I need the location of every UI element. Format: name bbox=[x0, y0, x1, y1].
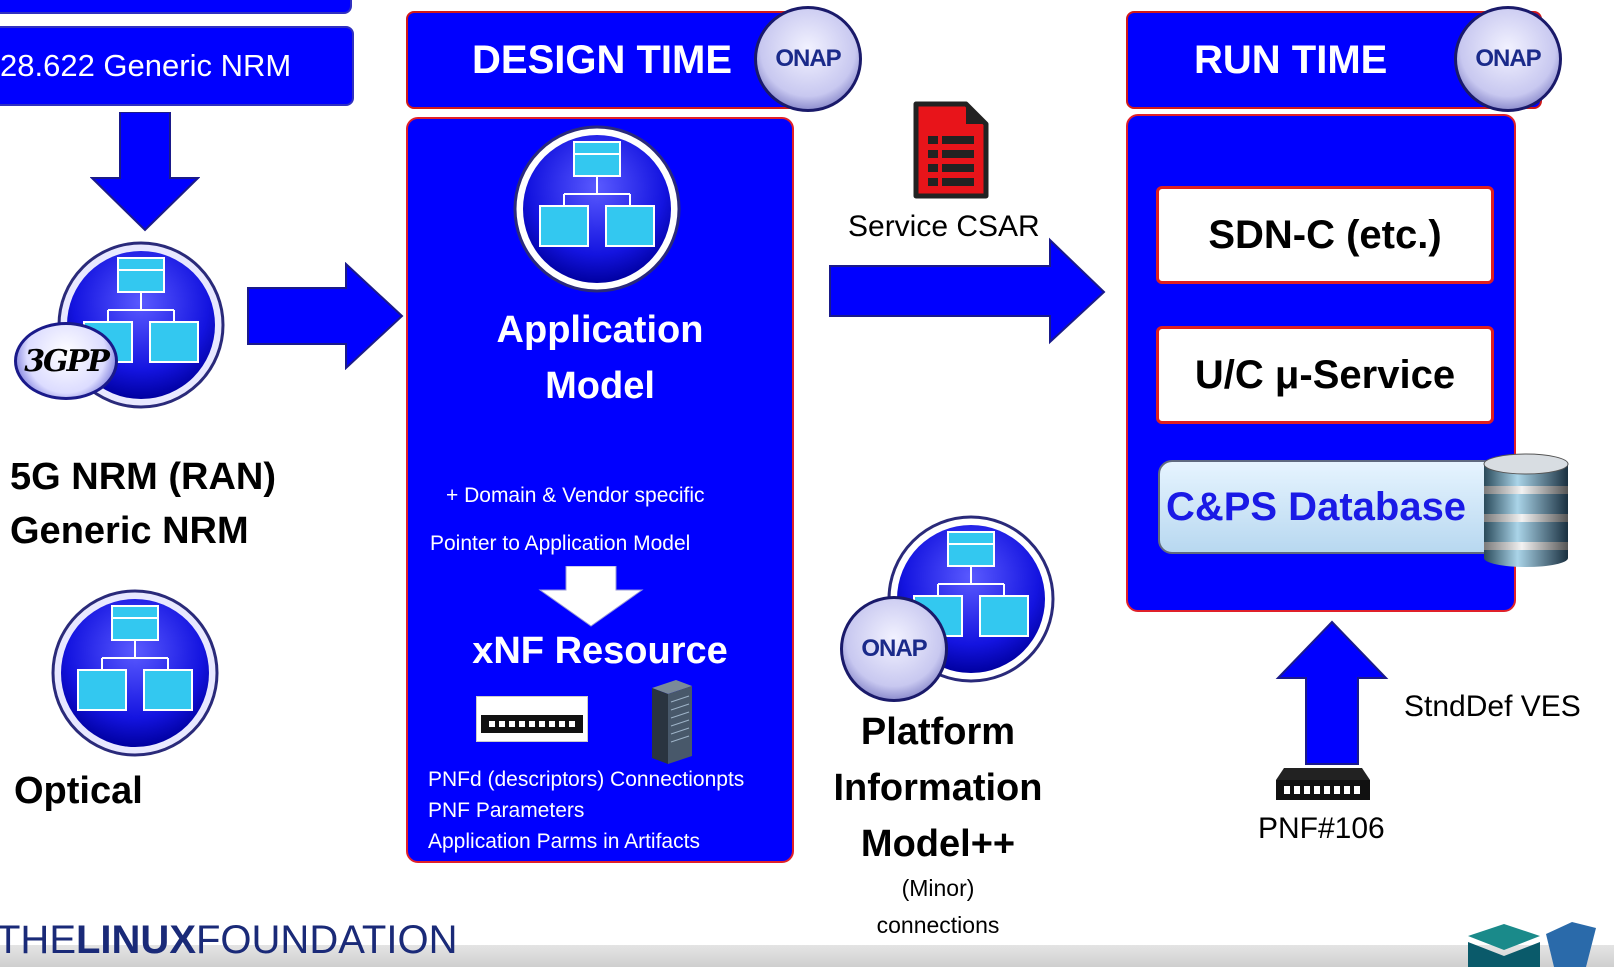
platform-onap-logo-text: ONAP bbox=[861, 635, 927, 662]
ran-title: 5G NRM (RAN) Generic NRM bbox=[10, 450, 276, 558]
pnf-parameters-text: PNF Parameters bbox=[428, 799, 585, 822]
linux-foundation-text: FOUNDATION bbox=[196, 918, 458, 962]
3gpp-logo-icon: 3GPP bbox=[14, 322, 118, 400]
run-time-title: RUN TIME bbox=[1194, 37, 1388, 82]
cps-database-box: C&PS Database bbox=[1158, 460, 1498, 554]
run-onap-logo-icon: ONAP bbox=[1454, 6, 1562, 112]
platform-onap-logo-icon: ONAP bbox=[840, 596, 948, 702]
top-left-box bbox=[0, 0, 352, 14]
ran-title-line2: Generic NRM bbox=[10, 510, 249, 552]
minor-label: (Minor) bbox=[901, 875, 975, 901]
pnf106-switch-icon bbox=[1274, 766, 1372, 802]
white-down-arrow-icon bbox=[538, 566, 644, 627]
database-cylinder-icon bbox=[1480, 452, 1572, 573]
corner-logo-icon bbox=[1464, 920, 1614, 972]
application-model-line2: Model bbox=[545, 365, 655, 407]
sdnc-label: SDN-C (etc.) bbox=[1208, 212, 1442, 257]
uc-service-label: U/C μ-Service bbox=[1194, 352, 1456, 397]
sdnc-box: SDN-C (etc.) bbox=[1156, 186, 1494, 284]
pnf-switch-icon bbox=[476, 696, 588, 742]
application-model-title: Application Model bbox=[406, 302, 794, 414]
generic-nrm-box: 28.622 Generic NRM bbox=[0, 26, 354, 106]
onap-logo-text: ONAP bbox=[775, 45, 841, 72]
ran-title-line1: 5G NRM (RAN) bbox=[10, 456, 276, 498]
connections-label: connections bbox=[876, 912, 1000, 938]
pnfd-text: PNFd (descriptors) Connectionpts bbox=[428, 768, 745, 791]
platform-line3: Model++ bbox=[860, 823, 1016, 865]
linux-foundation-logo: THELINUXFOUNDATION bbox=[0, 918, 457, 967]
application-model-line1: Application bbox=[496, 309, 704, 351]
application-model-icon bbox=[512, 124, 682, 299]
service-csar-label: Service CSAR bbox=[848, 210, 1040, 243]
xnf-resource-title: xNF Resource bbox=[472, 630, 728, 672]
design-time-header: DESIGN TIME bbox=[406, 11, 818, 109]
platform-line1: Platform bbox=[860, 711, 1016, 753]
optical-label: Optical bbox=[14, 770, 143, 812]
linux-the-text: THE bbox=[0, 918, 76, 962]
cps-database-label: C&PS Database bbox=[1165, 484, 1467, 529]
down-arrow-icon bbox=[90, 112, 200, 232]
onap-logo-icon: ONAP bbox=[754, 6, 862, 112]
generic-nrm-label: 28.622 Generic NRM bbox=[0, 48, 292, 83]
up-arrow-icon bbox=[1275, 620, 1389, 765]
server-tower-icon bbox=[646, 680, 696, 764]
run-onap-logo-text: ONAP bbox=[1475, 45, 1541, 72]
app-parms-text: Application Parms in Artifacts bbox=[428, 830, 700, 853]
domain-vendor-text: + Domain & Vendor specific bbox=[446, 484, 705, 507]
platform-title: Platform Information Model++ bbox=[808, 704, 1068, 872]
right-arrow-icon bbox=[247, 262, 404, 370]
design-time-title: DESIGN TIME bbox=[472, 37, 733, 82]
uc-service-box: U/C μ-Service bbox=[1156, 326, 1494, 424]
linux-linux-text: LINUX bbox=[76, 918, 196, 962]
footer-bar bbox=[0, 945, 1614, 967]
big-right-arrow-icon bbox=[829, 237, 1106, 345]
platform-line2: Information bbox=[833, 767, 1043, 809]
pnf106-label: PNF#106 bbox=[1258, 812, 1385, 845]
pointer-text: Pointer to Application Model bbox=[430, 532, 691, 555]
stnddef-ves-label: StndDef VES bbox=[1404, 690, 1581, 723]
3gpp-logo-text: 3GPP bbox=[24, 343, 110, 379]
optical-model-icon bbox=[50, 588, 220, 763]
csar-document-icon bbox=[912, 100, 990, 205]
